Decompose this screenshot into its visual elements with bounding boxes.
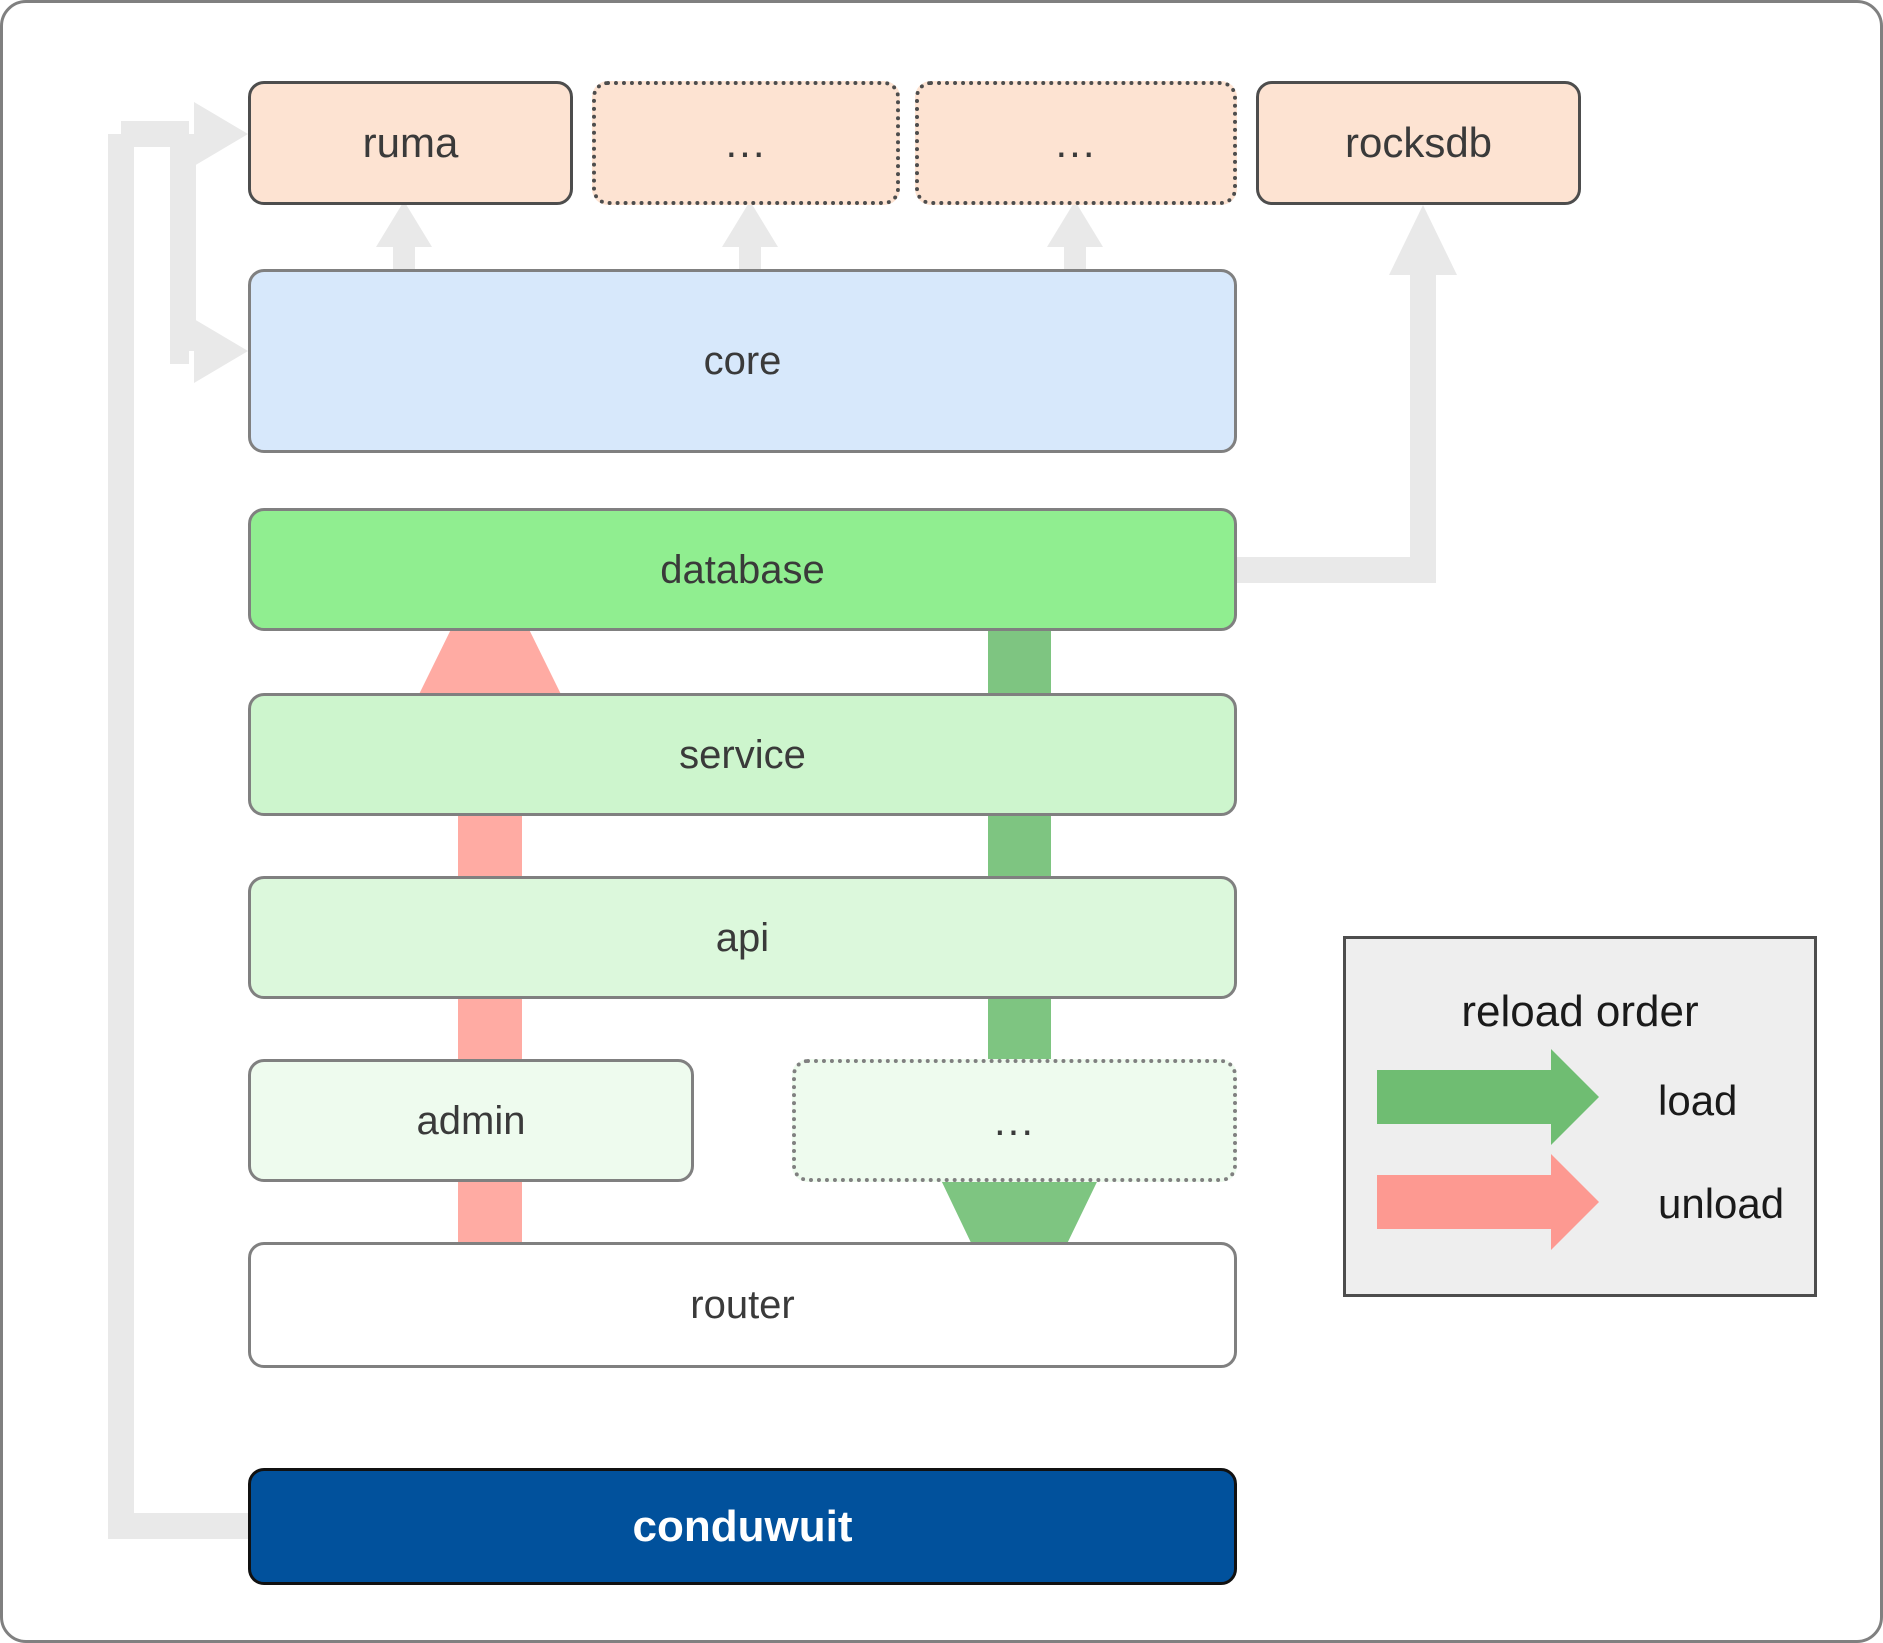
legend-title: reload order [1461,987,1699,1036]
layer-box-service[interactable]: service [248,693,1237,816]
unload-arrow-icon [1377,1154,1599,1250]
legend-arrow-icons [1377,1049,1599,1250]
layer-label: api [715,915,770,960]
gray-connectors [108,102,1457,1539]
layer-label: service [679,732,806,777]
layer-box-admin[interactable]: admin [248,1059,694,1182]
dependency-label: ruma [362,119,459,166]
legend-label-unload: unload [1658,1180,1785,1227]
layer-box-more[interactable]: ... [792,1059,1237,1182]
layer-box-database[interactable]: database [248,508,1237,631]
layer-label: ... [993,1096,1035,1144]
dependency-box-more-1[interactable]: ... [592,81,900,205]
load-arrow-icon [1377,1049,1599,1145]
dependency-box-more-2[interactable]: ... [915,81,1237,205]
dependency-box-rocksdb[interactable]: rocksdb [1256,81,1581,205]
application-box-conduwuit[interactable]: conduwuit [248,1468,1237,1585]
layer-label: router [690,1283,795,1327]
core-box[interactable]: core [248,269,1237,453]
layer-box-router[interactable]: router [248,1242,1237,1368]
layer-box-api[interactable]: api [248,876,1237,999]
dependency-box-ruma[interactable]: ruma [248,81,573,205]
core-label: core [703,339,782,383]
dependency-label: rocksdb [1344,119,1493,166]
layer-label: database [660,547,825,592]
dependency-label: ... [1055,119,1097,166]
layer-label: admin [416,1098,526,1143]
legend-label-load: load [1658,1077,1738,1124]
application-label: conduwuit [632,1501,853,1551]
connector-layer [108,102,1457,1539]
dependency-label: ... [725,119,767,166]
legend-panel: reload order load unload [1343,936,1817,1297]
